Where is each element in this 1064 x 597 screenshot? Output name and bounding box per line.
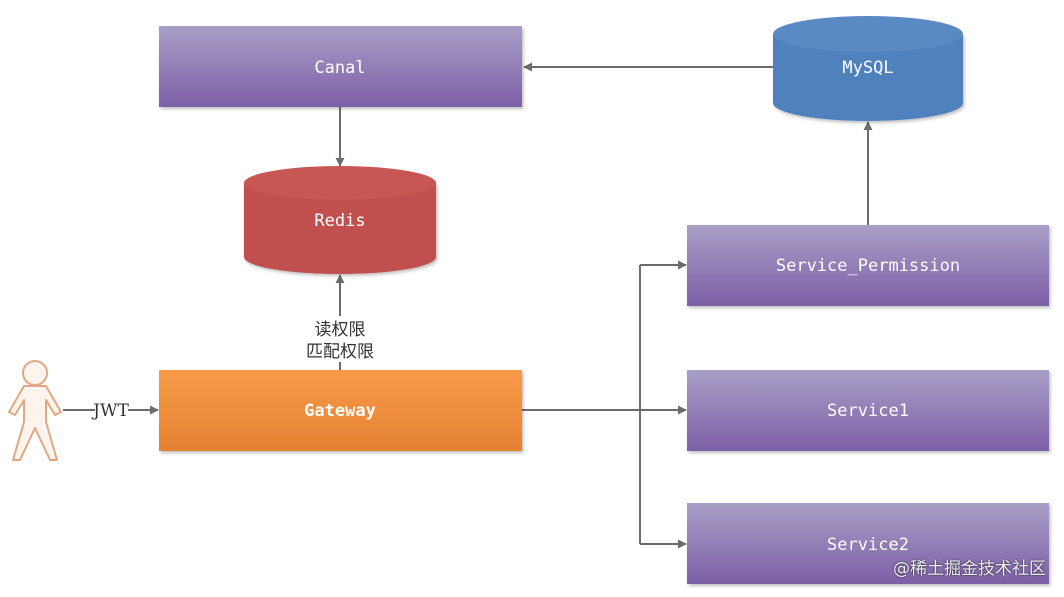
watermark: @稀土掘金技术社区 — [893, 559, 1046, 579]
canal-label: Canal — [314, 58, 365, 78]
canal-node: Canal — [159, 26, 522, 107]
gateway-node: Gateway — [159, 370, 522, 451]
service1-label: Service1 — [827, 401, 909, 421]
edge-label-bg — [300, 316, 382, 362]
service1-node: Service1 — [687, 370, 1049, 451]
mysql-node: MySQL — [773, 16, 963, 121]
service2-node: Service2 — [687, 503, 1049, 584]
person-icon — [8, 360, 62, 461]
redis-label: Redis — [314, 211, 365, 231]
service-permission-node: Service_Permission — [687, 225, 1049, 306]
redis-node: Redis — [244, 166, 436, 274]
service2-label: Service2 — [827, 535, 909, 555]
gateway-label: Gateway — [304, 401, 376, 421]
edge-label-match-permission: 匹配权限 — [306, 342, 374, 362]
edge-label-jwt: JWT — [91, 401, 129, 421]
mysql-label: MySQL — [842, 58, 893, 78]
service-permission-label: Service_Permission — [776, 256, 960, 276]
edge-label-read-permission: 读权限 — [315, 320, 366, 340]
